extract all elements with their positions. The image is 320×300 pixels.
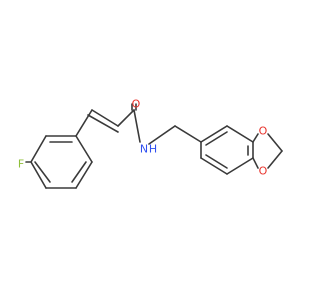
bond-22 [226, 157, 254, 175]
bond-10 [75, 109, 93, 137]
bond-18 [174, 125, 202, 143]
bond-19 [200, 125, 228, 143]
molecule-structure: F O N H O O [18, 98, 283, 189]
atom-dioxole-oxygen-bottom: O [259, 165, 268, 178]
bond-3 [75, 161, 93, 189]
atom-amide-hydrogen: H [149, 143, 157, 156]
bond-20 [226, 125, 254, 143]
bond-7 [71, 161, 87, 183]
bond-layer [25, 103, 283, 189]
bond-5 [30, 161, 47, 189]
bond-8 [34, 161, 51, 183]
atom-fluorine: F [18, 158, 24, 171]
bond-23 [200, 157, 228, 175]
atom-dioxole-oxygen-top: O [259, 125, 268, 138]
bond-16 [133, 109, 141, 143]
bond-17 [148, 125, 176, 145]
bond-29 [252, 157, 259, 169]
bond-27 [205, 154, 228, 169]
bond-28 [252, 133, 259, 143]
bond-30 [267, 133, 283, 152]
bond-0 [30, 135, 47, 163]
structure-canvas: F O N H O O [18, 98, 283, 189]
bond-12 [87, 114, 119, 133]
bond-11 [91, 109, 119, 127]
bond-25 [205, 131, 228, 146]
atom-carbonyl-oxygen: O [132, 98, 141, 111]
atom-label-layer: F O N H O O [18, 98, 268, 178]
atom-amide-nitrogen: N [140, 143, 148, 156]
bond-2 [75, 135, 93, 163]
bond-13 [117, 109, 135, 127]
bond-31 [267, 150, 283, 169]
